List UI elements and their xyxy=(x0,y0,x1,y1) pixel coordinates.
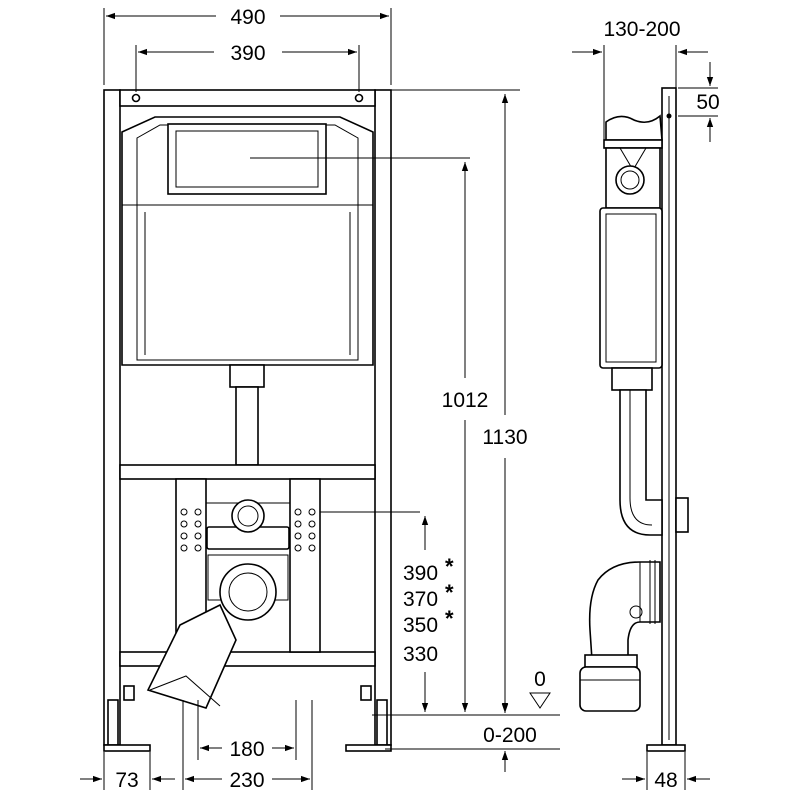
dim-frame-depth: 48 xyxy=(654,769,677,792)
flush-pipe xyxy=(229,364,265,466)
side-view: 130-200 50 48 xyxy=(572,18,720,792)
flush-plate-opening xyxy=(167,123,327,195)
frame-foot-left xyxy=(103,685,151,752)
seat-height-390-mark: * xyxy=(445,554,454,579)
dim-floor-level: 0 xyxy=(534,668,546,691)
dim-floor-adjust: 0-200 xyxy=(483,724,537,747)
mount-hole-right xyxy=(354,93,364,103)
dim-foot-extension: 73 xyxy=(115,769,138,792)
frame-right-upright xyxy=(374,89,392,746)
seat-height-390: 390 xyxy=(403,562,438,585)
drain-outlet xyxy=(146,554,289,709)
dim-overall-height: 1130 xyxy=(482,426,527,449)
side-cistern xyxy=(599,207,663,369)
side-top-bracket xyxy=(603,114,663,209)
frame-top-rail xyxy=(119,89,376,107)
seat-height-370-mark: * xyxy=(445,580,454,605)
seat-height-350: 350 xyxy=(403,614,438,637)
dim-height-to-flush-plate: 1012 xyxy=(442,389,489,412)
dim-mount-hole-spacing: 390 xyxy=(230,42,265,65)
water-inlet-connector xyxy=(206,499,290,550)
dim-overall-width: 490 xyxy=(230,6,265,29)
bolt-holes-left xyxy=(180,508,202,552)
front-view: 490 390 1130 1012 390 * 370 * 350 * 330 … xyxy=(80,6,560,792)
seat-height-350-mark: * xyxy=(445,606,454,631)
mounting-rails xyxy=(175,478,420,653)
seat-height-370: 370 xyxy=(403,588,438,611)
mount-hole-left xyxy=(131,93,141,103)
seat-height-330: 330 xyxy=(403,643,438,666)
side-drain-bend xyxy=(579,560,661,712)
seat-height-list: 390 * 370 * 350 * 330 xyxy=(403,554,454,666)
side-valve-stub xyxy=(675,497,689,533)
frame-crossbar xyxy=(119,464,376,480)
cistern xyxy=(121,116,470,366)
frame-left-upright xyxy=(103,89,121,746)
side-flush-pipe xyxy=(611,367,663,536)
frame-lower-crossbar xyxy=(119,651,376,667)
floor-level-marker xyxy=(529,692,551,709)
side-frame-foot xyxy=(646,744,686,752)
dim-top-offset: 50 xyxy=(696,91,719,114)
bolt-holes-right xyxy=(294,508,316,552)
dim-bracket-spacing: 230 xyxy=(229,769,264,792)
dim-rail-spacing: 180 xyxy=(229,738,264,761)
dim-wall-offset: 130-200 xyxy=(603,18,680,41)
frame-foot-right xyxy=(345,685,392,752)
